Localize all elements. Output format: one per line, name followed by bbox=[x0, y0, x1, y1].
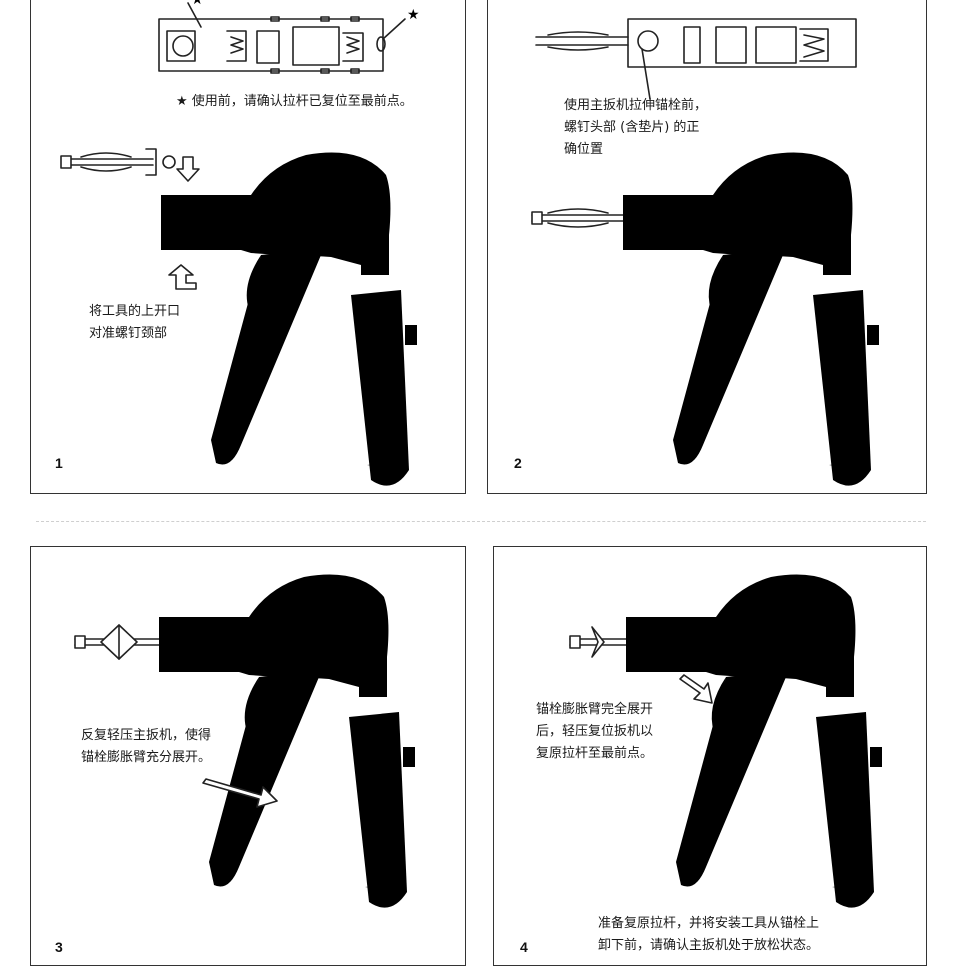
step-panel-4: 锚栓膨胀臂完全展开 后，轻压复位扳机以 复原拉杆至最前点。 准备复原拉杆，并将安… bbox=[493, 546, 927, 966]
step-note: 将工具的上开口 对准螺钉颈部 bbox=[89, 304, 181, 341]
arrow-icon bbox=[679, 674, 713, 704]
tool-diagram: ★ ★ bbox=[60, 0, 420, 486]
step-number: 2 bbox=[514, 455, 522, 471]
arrow-icon bbox=[176, 156, 200, 182]
step-note: 反复轻压主扳机，使得 锚栓膨胀臂充分展开。 bbox=[81, 728, 212, 765]
anchor-bolt bbox=[569, 626, 627, 658]
step-number: 4 bbox=[520, 939, 528, 955]
step-note: 锚栓膨胀臂完全展开 后，轻压复位扳机以 复原拉杆至最前点。 bbox=[536, 702, 654, 761]
tool-top-view bbox=[158, 2, 406, 74]
step-number: 1 bbox=[55, 455, 63, 471]
step-panel-2: 使用主扳机拉伸锚栓前， 螺钉头部 (含垫片) 的正 确位置 2 bbox=[487, 0, 927, 494]
arrow-icon bbox=[168, 264, 197, 290]
anchor-bolt bbox=[74, 624, 160, 660]
star-icon: ★ bbox=[407, 7, 420, 23]
anchor-bolt bbox=[60, 148, 176, 176]
tool-diagram bbox=[74, 574, 415, 908]
step-note: 使用主扳机拉伸锚栓前， 螺钉头部 (含垫片) 的正 确位置 bbox=[564, 98, 708, 157]
anchor-bolt bbox=[531, 208, 624, 228]
tool-top-view bbox=[535, 18, 857, 100]
step-panel-1: ★ ★ ★ 使用前，请确认拉杆已复位至最前点。 将工具的上开口 对准螺钉颈部 1 bbox=[30, 0, 466, 494]
tool-diagram bbox=[569, 574, 882, 908]
top-note: ★ 使用前，请确认拉杆已复位至最前点。 bbox=[176, 94, 413, 109]
step-number: 3 bbox=[55, 939, 63, 955]
arrow-icon bbox=[202, 778, 278, 808]
step-panel-3: 反复轻压主扳机，使得 锚栓膨胀臂充分展开。 3 bbox=[30, 546, 466, 966]
bottom-note: 准备复原拉杆，并将安装工具从锚栓上 卸下前，请确认主扳机处于放松状态。 bbox=[598, 916, 820, 953]
star-icon: ★ bbox=[191, 0, 204, 8]
tool-diagram bbox=[531, 18, 879, 486]
panel-separator bbox=[36, 521, 926, 522]
